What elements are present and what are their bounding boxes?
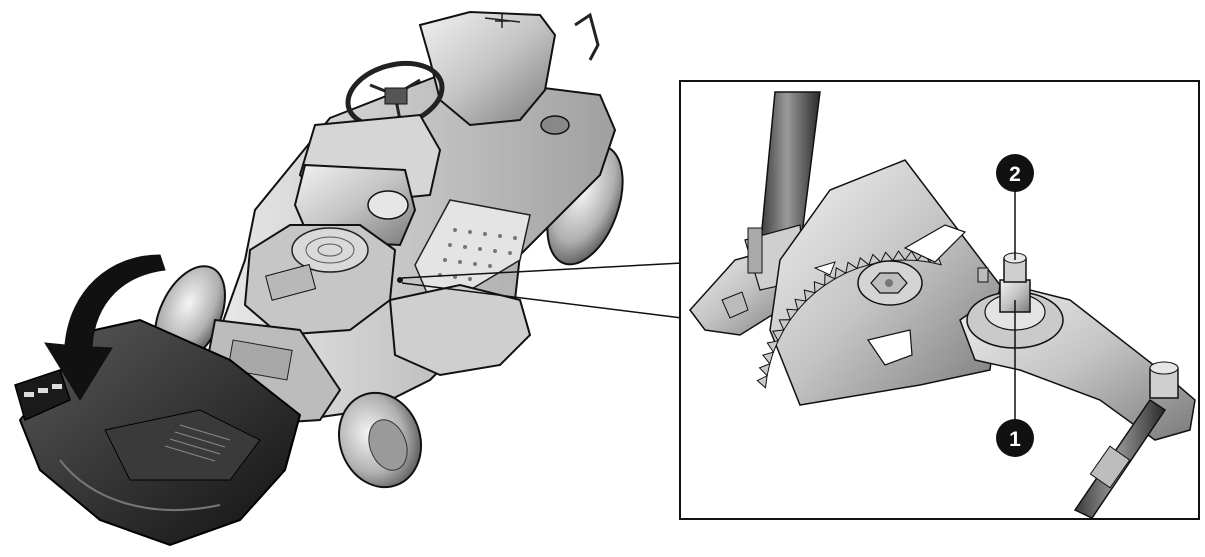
zoom-leader-top <box>401 262 683 279</box>
detail-origin-marker <box>397 277 403 283</box>
gear-tooth <box>794 298 807 312</box>
sector-slot-upper <box>903 224 967 263</box>
callout-2-label: 2 <box>1009 163 1021 186</box>
callout-1-label: 1 <box>1009 428 1021 451</box>
gear-tooth <box>786 308 799 321</box>
gear-tooth <box>771 329 785 342</box>
curved-arrow-icon <box>44 254 166 401</box>
sector-slot-lower <box>867 329 913 366</box>
fuel-cap <box>367 190 409 220</box>
callout-1: 1 <box>996 419 1034 457</box>
hood-vents <box>164 424 231 462</box>
gear-tooth <box>756 374 768 389</box>
ride-on-mower <box>14 10 624 547</box>
gear-tooth <box>758 362 771 377</box>
callout-2: 2 <box>996 154 1034 192</box>
cup-holder <box>540 115 570 135</box>
cutting-deck <box>388 283 532 377</box>
gear-tooth <box>762 351 775 365</box>
gear-tooth <box>904 250 919 262</box>
gear-tooth <box>845 261 859 274</box>
seat-lever <box>574 12 600 61</box>
gear-tooth <box>778 319 792 332</box>
detail-view: 2 1 <box>679 80 1200 520</box>
engine-fan-cover <box>291 227 369 273</box>
gear-tooth <box>824 273 837 287</box>
gear-tooth <box>891 250 906 262</box>
hood-grille <box>14 369 71 422</box>
gear-teeth <box>756 250 943 389</box>
air-filter <box>265 263 317 301</box>
zoom-leader-bottom <box>401 282 683 319</box>
seat <box>418 10 557 127</box>
gear-tooth <box>856 257 870 270</box>
gear-tooth <box>834 266 847 280</box>
gear-tooth <box>803 289 817 302</box>
gear-tooth <box>766 340 779 354</box>
deck-holes <box>438 228 517 281</box>
gear-tooth <box>813 281 826 294</box>
